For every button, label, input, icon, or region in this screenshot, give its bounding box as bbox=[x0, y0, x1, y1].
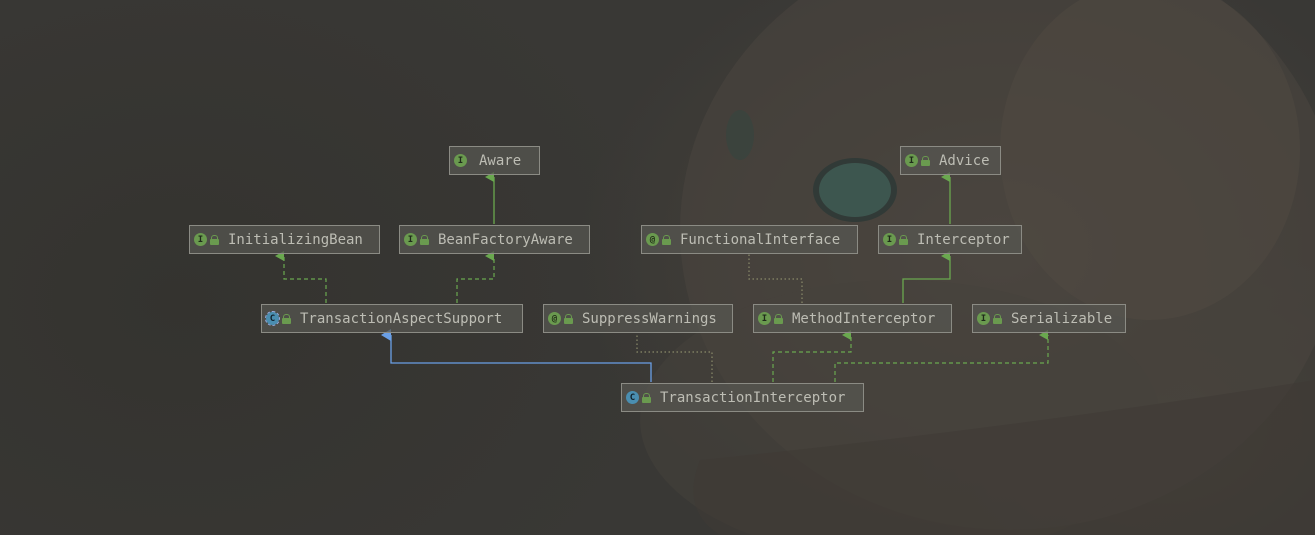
node-label: InitializingBean bbox=[228, 231, 363, 248]
node-transactionaspectsupport[interactable]: C TransactionAspectSupport bbox=[261, 304, 523, 333]
edge-methodinterceptor-functionalinterface bbox=[748, 254, 803, 303]
interface-icon: I bbox=[758, 312, 771, 325]
node-beanfactoryaware[interactable]: I BeanFactoryAware bbox=[399, 225, 590, 254]
edge-transactioninterceptor-serializable bbox=[834, 330, 1049, 382]
edge-transactioninterceptor-suppresswarnings bbox=[636, 333, 713, 382]
node-serializable[interactable]: I Serializable bbox=[972, 304, 1126, 333]
node-label: Aware bbox=[479, 152, 522, 169]
node-label: SuppressWarnings bbox=[582, 310, 717, 327]
public-lock-icon bbox=[564, 313, 573, 324]
node-label: Serializable bbox=[1011, 310, 1113, 327]
node-label: TransactionAspectSupport bbox=[300, 310, 503, 327]
public-lock-icon bbox=[210, 234, 219, 245]
interface-icon: I bbox=[404, 233, 417, 246]
node-functionalinterface[interactable]: @ FunctionalInterface bbox=[641, 225, 858, 254]
node-initializingbean[interactable]: I InitializingBean bbox=[189, 225, 380, 254]
interface-icon: I bbox=[883, 233, 896, 246]
node-label: BeanFactoryAware bbox=[438, 231, 573, 248]
edge-transactioninterceptor-methodinterceptor bbox=[772, 330, 852, 382]
node-label: FunctionalInterface bbox=[680, 231, 841, 248]
public-lock-icon bbox=[993, 313, 1002, 324]
node-label: TransactionInterceptor bbox=[660, 389, 846, 406]
public-lock-icon bbox=[774, 313, 783, 324]
node-methodinterceptor[interactable]: I MethodInterceptor bbox=[753, 304, 952, 333]
interface-icon: I bbox=[194, 233, 207, 246]
public-lock-icon bbox=[921, 155, 930, 166]
edge-methodinterceptor-interceptor bbox=[902, 251, 951, 303]
class-icon: C bbox=[626, 391, 639, 404]
public-lock-icon bbox=[282, 313, 291, 324]
public-lock-icon bbox=[899, 234, 908, 245]
edge-tas-initializingbean bbox=[275, 251, 327, 303]
public-lock-icon bbox=[662, 234, 671, 245]
node-transactioninterceptor[interactable]: C TransactionInterceptor bbox=[621, 383, 864, 412]
interface-icon: I bbox=[454, 154, 467, 167]
abstract-class-icon: C bbox=[265, 311, 280, 326]
annotation-icon: @ bbox=[548, 312, 561, 325]
node-aware[interactable]: I Aware bbox=[449, 146, 540, 175]
edge-tas-beanfactoryaware bbox=[456, 251, 495, 303]
public-lock-icon bbox=[642, 392, 651, 403]
interface-icon: I bbox=[977, 312, 990, 325]
annotation-icon: @ bbox=[646, 233, 659, 246]
edge-transactioninterceptor-tas bbox=[381, 329, 652, 382]
node-label: Advice bbox=[939, 152, 990, 169]
node-suppresswarnings[interactable]: @ SuppressWarnings bbox=[543, 304, 733, 333]
public-lock-icon bbox=[420, 234, 429, 245]
node-interceptor[interactable]: I Interceptor bbox=[878, 225, 1022, 254]
interface-icon: I bbox=[905, 154, 918, 167]
node-label: MethodInterceptor bbox=[792, 310, 936, 327]
node-label: Interceptor bbox=[917, 231, 1010, 248]
node-advice[interactable]: I Advice bbox=[900, 146, 1001, 175]
